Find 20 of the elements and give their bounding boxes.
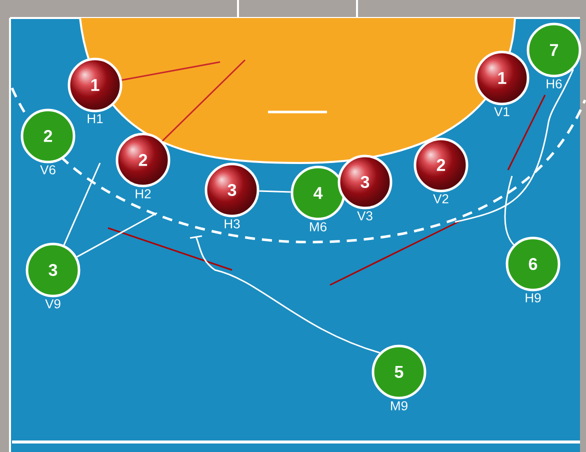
movement-line [162, 59, 246, 142]
movement-line [195, 236, 380, 354]
position-label: H1 [88, 114, 103, 124]
position-label: V3 [357, 211, 372, 220]
movement-line [122, 61, 220, 81]
position-label: V1 [494, 107, 510, 116]
position-label: V6 [40, 165, 56, 174]
position-label: H6 [546, 79, 562, 88]
movement-line [76, 212, 158, 258]
position-label: M9 [391, 401, 408, 410]
position-label: M6 [310, 222, 326, 232]
movement-line [454, 68, 574, 223]
position-label: H3 [224, 219, 240, 228]
position-label: H2 [136, 189, 151, 198]
movement-line [259, 190, 291, 193]
movement-line [504, 176, 514, 246]
movement-line [63, 162, 101, 246]
position-label: V2 [433, 194, 448, 204]
position-label: H9 [526, 293, 541, 302]
position-label: V9 [45, 299, 60, 308]
